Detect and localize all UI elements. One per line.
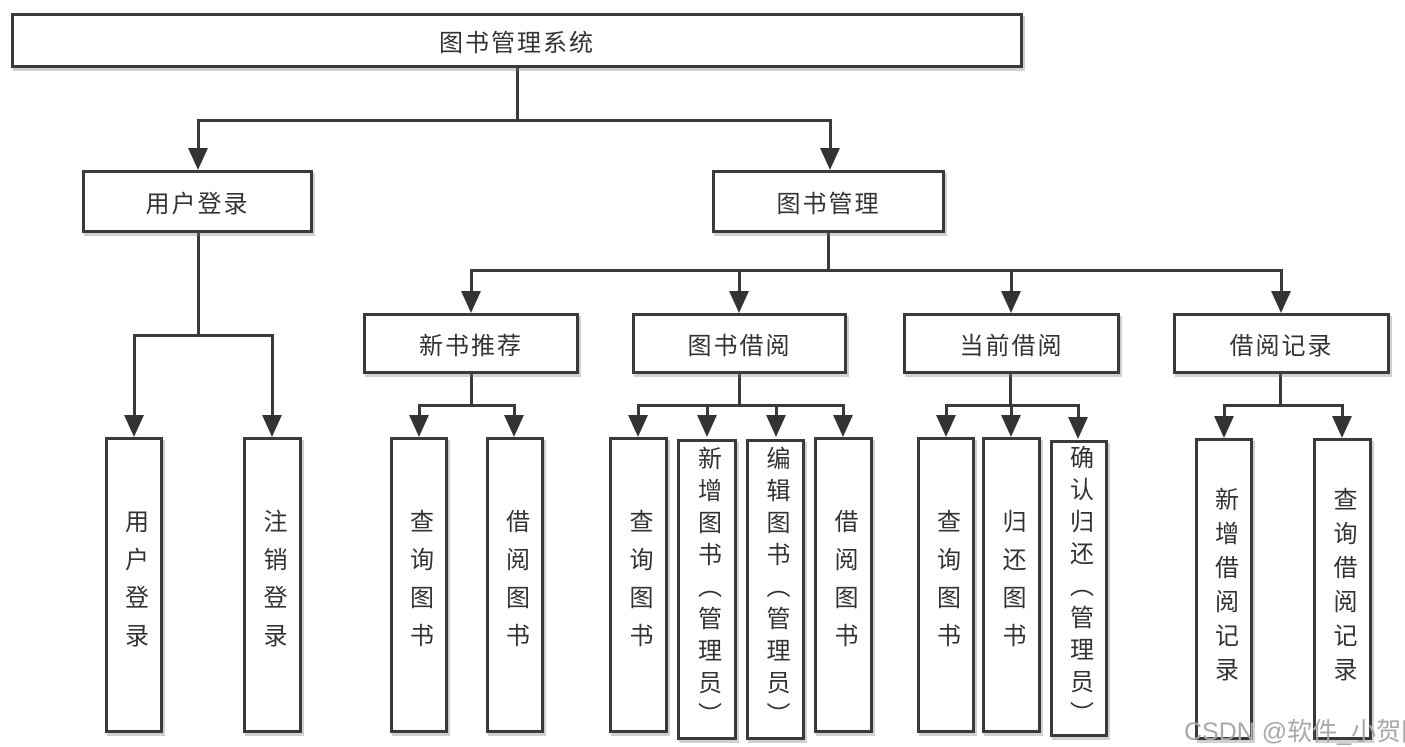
arrow-down-icon (1271, 291, 1291, 313)
connector-line (775, 404, 778, 418)
arrow-down-icon (820, 148, 840, 170)
connector-line (197, 119, 200, 150)
connector-line (706, 404, 709, 418)
connector-line (516, 68, 519, 120)
connector-line (945, 404, 948, 418)
connector-line (418, 404, 516, 407)
arrow-down-icon (262, 415, 282, 437)
connector-line (637, 404, 845, 407)
node-leaf-return-books: 归还图书 (982, 437, 1041, 733)
connector-line (1279, 374, 1282, 407)
arrow-down-icon (124, 415, 144, 437)
arrow-down-icon (461, 291, 481, 313)
connector-line (470, 269, 473, 293)
arrow-down-icon (1001, 415, 1021, 437)
node-leaf-query-books-current: 查询图书 (917, 437, 975, 733)
node-book-borrow: 图书借阅 (632, 313, 847, 374)
node-leaf-edit-books-admin: 编辑图书（管理员） (746, 439, 805, 740)
arrow-down-icon (409, 415, 429, 437)
connector-line (1009, 374, 1012, 407)
node-book-management: 图书管理 (712, 170, 945, 233)
connector-line (842, 404, 845, 418)
arrow-down-icon (766, 415, 786, 437)
connector-line (197, 233, 200, 335)
connector-line (1341, 404, 1344, 418)
connector-line (827, 233, 830, 270)
connector-line (133, 334, 273, 337)
connector-line (418, 404, 421, 418)
node-leaf-add-books-admin: 新增图书（管理员） (677, 439, 737, 740)
node-leaf-user-login: 用户登录 (105, 437, 163, 733)
arrow-down-icon (833, 415, 853, 437)
arrow-down-icon (628, 415, 648, 437)
arrow-down-icon (729, 291, 749, 313)
arrow-down-icon (504, 415, 524, 437)
arrow-down-icon (936, 415, 956, 437)
node-leaf-query-borrow-record: 查询借阅记录 (1313, 438, 1372, 740)
connector-line (1223, 404, 1226, 418)
node-leaf-add-borrow-record: 新增借阅记录 (1195, 438, 1253, 740)
node-leaf-query-books-borrow: 查询图书 (609, 437, 668, 733)
connector-line (829, 119, 832, 150)
arrow-down-icon (1068, 417, 1088, 439)
connector-line (1010, 404, 1013, 418)
connector-line (133, 334, 136, 417)
connector-line (513, 404, 516, 418)
connector-line (271, 334, 274, 417)
node-leaf-logout: 注销登录 (243, 437, 302, 733)
connector-line (738, 269, 741, 293)
node-new-book-recommend: 新书推荐 (363, 313, 579, 374)
arrow-down-icon (1214, 416, 1234, 438)
node-leaf-borrow-books-recommend: 借阅图书 (486, 437, 544, 733)
node-leaf-confirm-return-admin: 确认归还（管理员） (1050, 440, 1108, 737)
connector-line (470, 269, 1282, 272)
arrow-down-icon (188, 148, 208, 170)
connector-line (1280, 269, 1283, 293)
arrow-down-icon (1332, 416, 1352, 438)
arrow-down-icon (1001, 291, 1021, 313)
node-leaf-borrow-books: 借阅图书 (814, 437, 873, 733)
connector-line (1010, 269, 1013, 293)
node-borrow-records: 借阅记录 (1173, 313, 1390, 374)
csdn-watermark: CSDN @软件_小贺同学 (1184, 718, 1405, 746)
connector-line (1077, 404, 1080, 418)
node-leaf-query-books-recommend: 查询图书 (390, 437, 448, 733)
node-current-borrow: 当前借阅 (903, 313, 1120, 374)
connector-line (637, 404, 640, 418)
connector-line (738, 374, 741, 407)
connector-line (197, 119, 832, 122)
arrow-down-icon (697, 415, 717, 437)
connector-line (470, 374, 473, 407)
connector-line (1223, 404, 1344, 407)
node-user-login-group: 用户登录 (82, 170, 313, 233)
node-root: 图书管理系统 (11, 13, 1023, 68)
